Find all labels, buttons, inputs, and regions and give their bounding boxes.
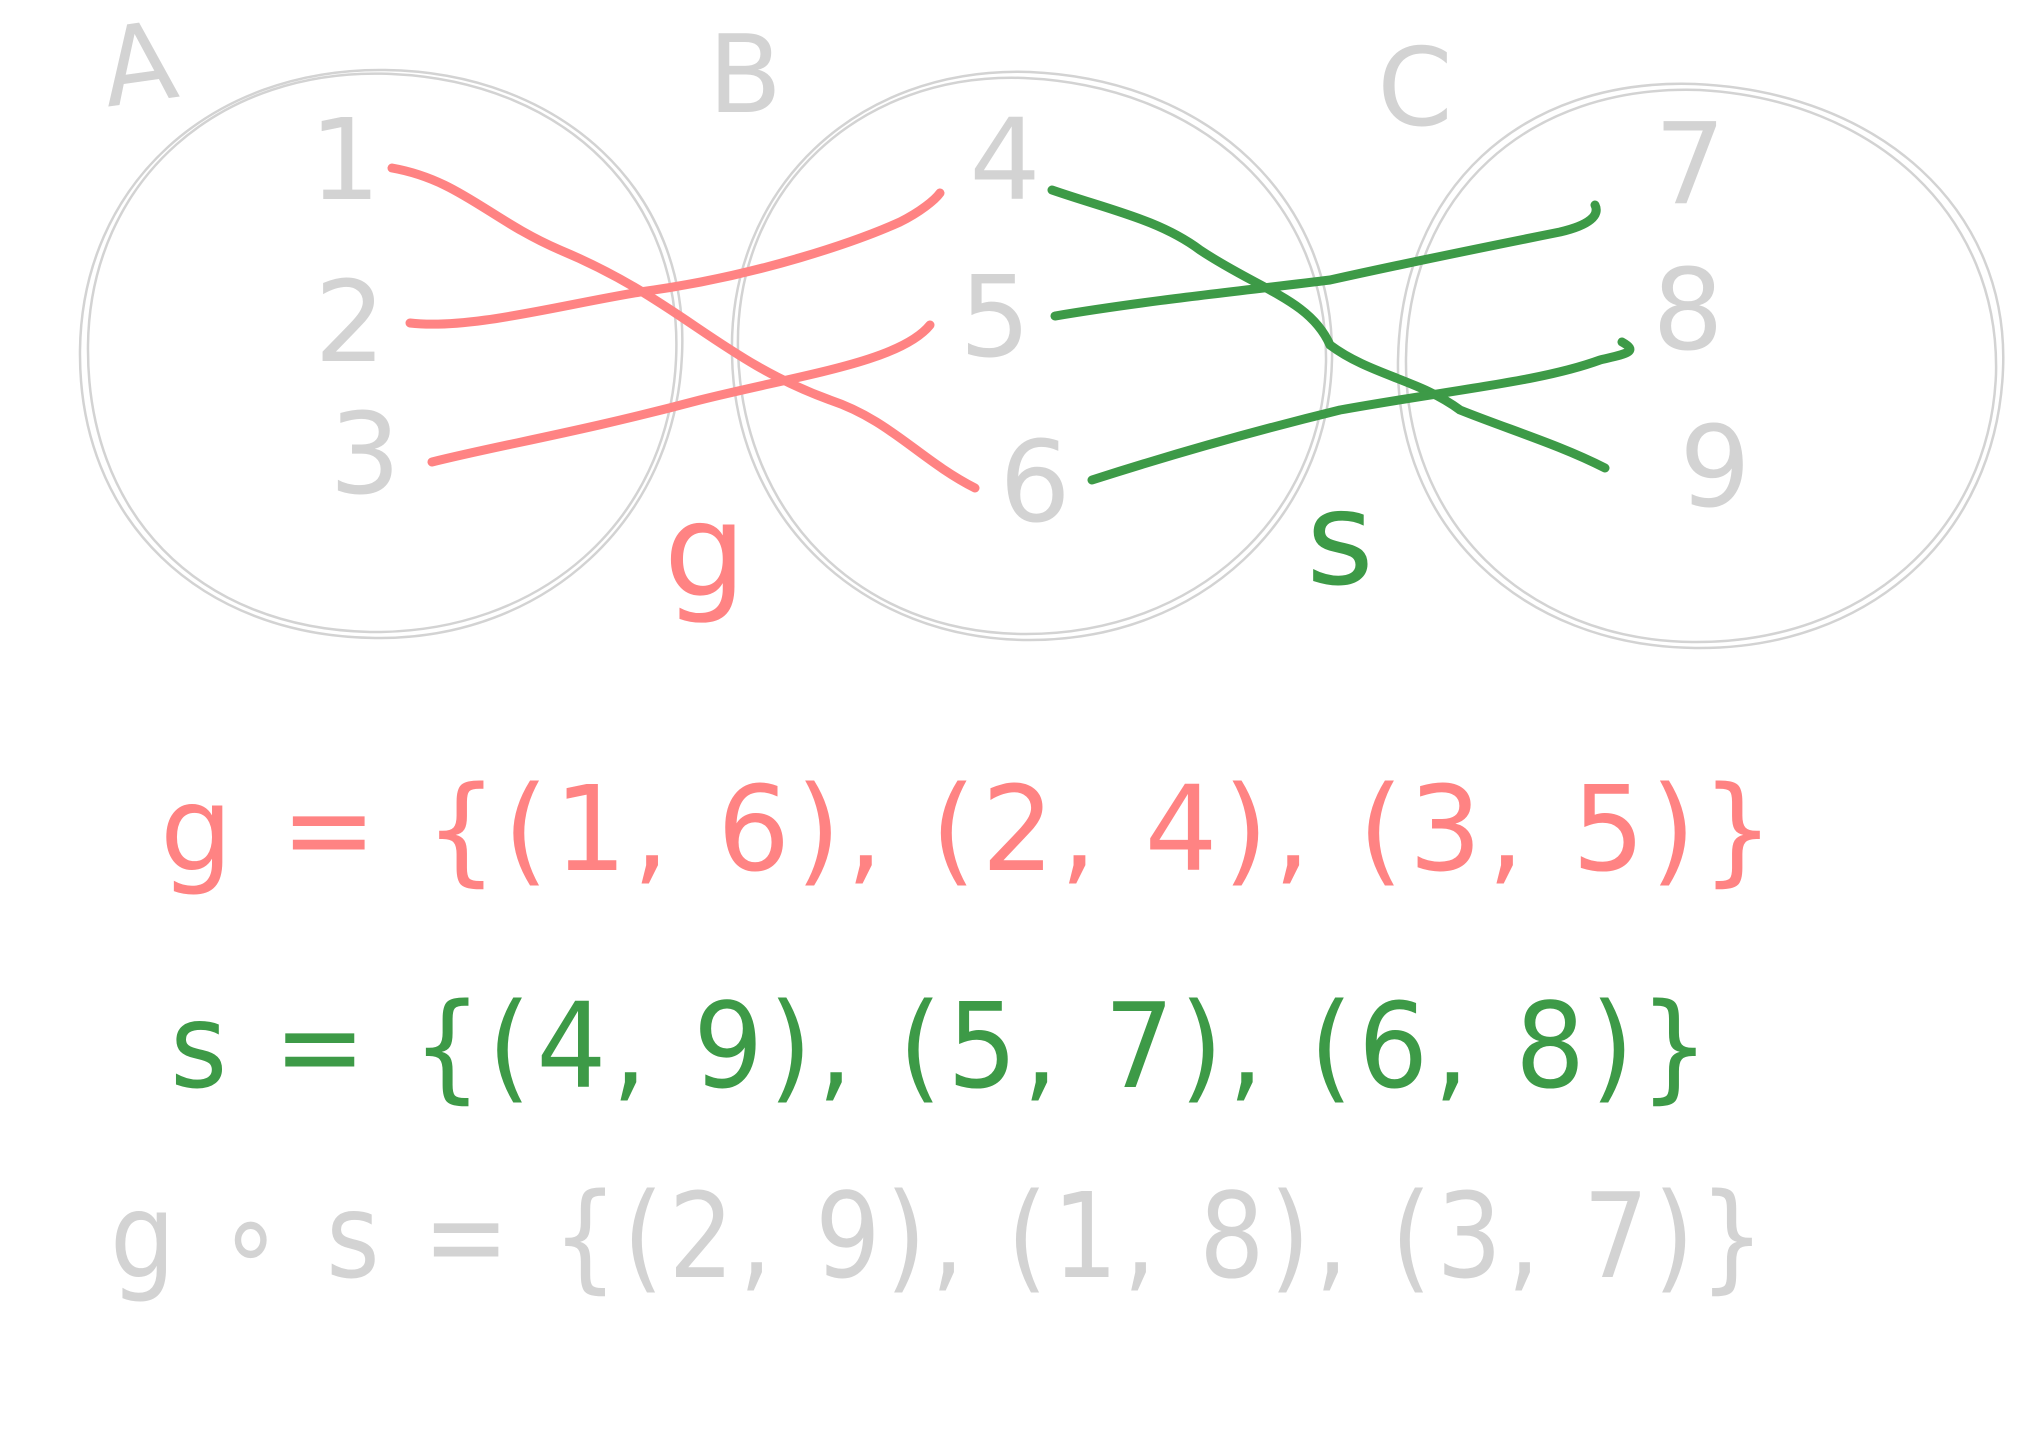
formula-g: g = {(1, 6), (2, 4), (3, 5)} <box>160 760 1780 898</box>
element-2: 2 <box>314 258 385 388</box>
set-a-circle <box>78 68 684 640</box>
element-8: 8 <box>1652 246 1723 376</box>
set-c-outline-trace <box>1404 88 1998 644</box>
element-1: 1 <box>309 96 380 226</box>
set-c-label: C <box>1377 26 1452 151</box>
function-g-arrows <box>387 163 980 493</box>
s-arrow-6-to-8 <box>1087 337 1635 485</box>
g-arrow-2-to-4 <box>405 188 945 329</box>
element-5: 5 <box>959 253 1030 383</box>
formula-s: s = {(4, 9), (5, 7), (6, 8)} <box>170 977 1715 1115</box>
function-s-label: s <box>1306 463 1374 615</box>
element-3: 3 <box>329 390 400 520</box>
element-9: 9 <box>1679 403 1750 533</box>
set-c-circle <box>1396 82 2005 650</box>
function-g-label: g <box>664 475 747 627</box>
g-arrow-1-to-6 <box>387 163 980 493</box>
set-a-label: A <box>94 0 185 132</box>
set-labels: A B C <box>94 0 1453 151</box>
elements-set-c: 7 8 9 <box>1652 100 1750 533</box>
elements-set-a: 1 2 3 <box>309 96 400 520</box>
function-labels: g s <box>664 463 1374 627</box>
set-b-outline <box>730 70 1334 642</box>
formulas: g = {(1, 6), (2, 4), (3, 5)} s = {(4, 9)… <box>110 760 1780 1305</box>
set-a-outline <box>78 68 684 640</box>
set-a-outline-trace <box>86 72 678 634</box>
set-b-outline-trace <box>736 76 1328 636</box>
element-4: 4 <box>969 96 1040 226</box>
g-arrow-3-to-5 <box>427 320 935 467</box>
function-s-arrows <box>1047 185 1635 485</box>
s-arrow-4-to-9 <box>1047 185 1610 473</box>
elements-set-b: 4 5 6 <box>959 96 1070 548</box>
set-c-outline <box>1396 82 2005 650</box>
s-arrow-5-to-7 <box>1050 200 1601 321</box>
set-b-label: B <box>708 13 782 138</box>
set-circles <box>78 68 2005 650</box>
element-6: 6 <box>999 418 1070 548</box>
element-7: 7 <box>1654 100 1725 230</box>
set-b-circle <box>730 70 1334 642</box>
formula-composition: g ∘ s = {(2, 9), (1, 8), (3, 7)} <box>110 1167 1770 1305</box>
